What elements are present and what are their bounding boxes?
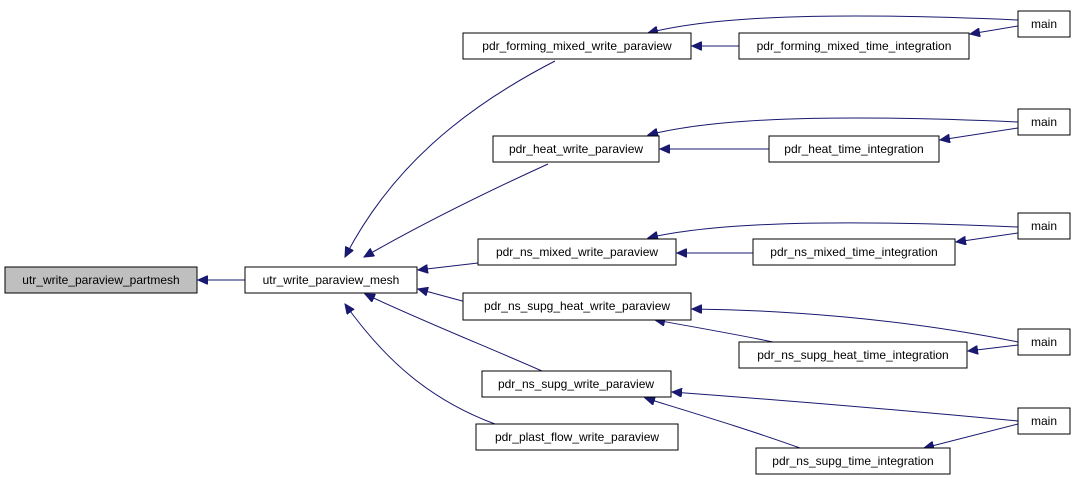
edge-heat-write-to-mesh [364,163,549,257]
node-utr-write-paraview-partmesh[interactable]: utr_write_paraview_partmesh [4,266,198,294]
edge-main4-to-supg-heat-time [968,344,1019,351]
node-label: pdr_ns_supg_heat_write_paraview [484,299,670,313]
node-pdr-heat-time-integration[interactable]: pdr_heat_time_integration [768,135,940,163]
node-main-4[interactable]: main [1017,328,1071,356]
node-pdr-ns-supg-time-integration[interactable]: pdr_ns_supg_time_integration [755,447,951,475]
edges [198,15,1019,449]
node-pdr-forming-mixed-write-paraview[interactable]: pdr_forming_mixed_write_paraview [462,32,692,60]
node-main-2[interactable]: main [1017,108,1071,136]
edge-main1-to-forming-write [648,15,1019,33]
node-label: pdr_ns_supg_write_paraview [498,377,654,391]
edge-main5-to-supg-write [672,392,1019,422]
edge-main4-to-supg-heat-write [692,309,1019,343]
edge-main3-to-ns-mixed-write [648,222,1019,238]
node-label: pdr_heat_write_paraview [509,142,643,156]
edge-main1-to-forming-time [970,25,1019,34]
node-label: pdr_ns_supg_heat_time_integration [757,348,948,362]
edge-supg-write-to-mesh [365,294,543,372]
node-pdr-plast-flow-write-paraview[interactable]: pdr_plast_flow_write_paraview [475,423,679,451]
edge-main3-to-ns-mixed-time [956,232,1019,242]
edge-main2-to-heat-write [648,117,1019,135]
node-pdr-ns-mixed-time-integration[interactable]: pdr_ns_mixed_time_integration [752,238,956,266]
edge-supg-heat-write-to-mesh [418,289,467,303]
node-label: pdr_heat_time_integration [784,142,923,156]
edge-ns-mixed-write-to-mesh [418,262,479,270]
node-label: main [1031,414,1057,428]
node-pdr-ns-supg-write-paraview[interactable]: pdr_ns_supg_write_paraview [481,370,672,398]
node-pdr-ns-mixed-write-paraview[interactable]: pdr_ns_mixed_write_paraview [477,238,677,266]
edge-main2-to-heat-time [940,127,1019,140]
node-utr-write-paraview-mesh[interactable]: utr_write_paraview_mesh [244,266,418,294]
edge-supg-time-to-supg-write [645,398,801,449]
node-label: pdr_ns_mixed_write_paraview [496,245,658,259]
edge-supg-heat-time-to-supg-heat-write [655,320,779,344]
node-label: pdr_forming_mixed_time_integration [757,39,952,53]
edge-main5-to-supg-time [924,423,1019,448]
node-main-3[interactable]: main [1017,212,1071,240]
node-pdr-ns-supg-heat-time-integration[interactable]: pdr_ns_supg_heat_time_integration [738,341,968,369]
node-main-5[interactable]: main [1017,407,1071,435]
node-pdr-ns-supg-heat-write-paraview[interactable]: pdr_ns_supg_heat_write_paraview [462,292,692,321]
edge-forming-write-to-mesh [345,60,556,257]
node-label: utr_write_paraview_mesh [263,273,400,287]
nodes: utr_write_paraview_partmesh utr_write_pa… [4,10,1071,475]
node-main-1[interactable]: main [1017,10,1071,38]
node-pdr-forming-mixed-time-integration[interactable]: pdr_forming_mixed_time_integration [738,32,970,60]
node-label: main [1031,115,1057,129]
node-pdr-heat-write-paraview[interactable]: pdr_heat_write_paraview [492,135,660,163]
node-label: main [1031,219,1057,233]
node-label: pdr_ns_mixed_time_integration [770,245,937,259]
node-label: utr_write_paraview_partmesh [22,273,179,287]
node-label: main [1031,17,1057,31]
node-label: main [1031,335,1057,349]
node-label: pdr_forming_mixed_write_paraview [482,39,672,53]
node-label: pdr_plast_flow_write_paraview [495,430,659,444]
node-label: pdr_ns_supg_time_integration [772,454,933,468]
edge-plast-write-to-mesh [345,304,496,425]
